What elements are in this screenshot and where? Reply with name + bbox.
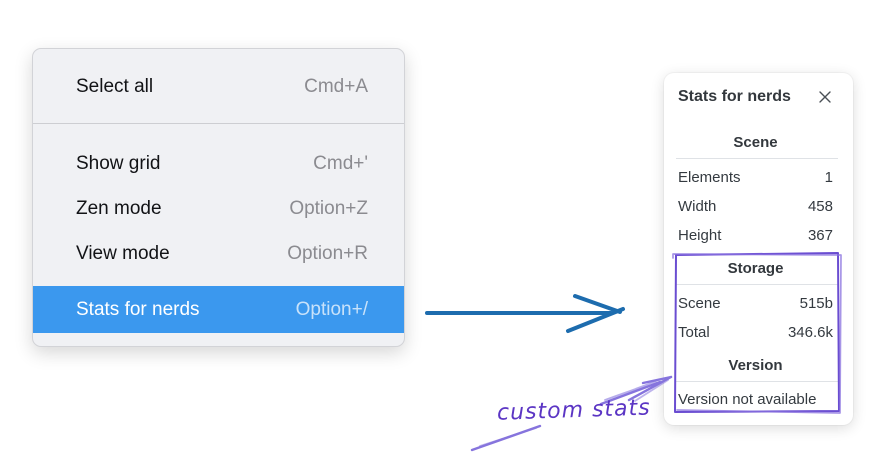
stat-value: 515b	[799, 295, 833, 312]
blue-arrow	[425, 294, 625, 333]
menu-item-label: Show grid	[76, 152, 161, 174]
section-divider	[676, 381, 838, 382]
menu-item-shortcut: Cmd+'	[313, 152, 368, 174]
stat-row-storage-scene: Scene 515b	[678, 289, 833, 318]
stat-label: Total	[678, 324, 710, 341]
menu-item-shortcut: Option+Z	[289, 197, 368, 219]
stats-panel-titlebar: Stats for nerds	[678, 87, 833, 107]
stat-label: Elements	[678, 169, 741, 186]
section-divider	[676, 284, 838, 285]
stats-panel: Stats for nerds Scene Elements 1 Width 4…	[664, 73, 853, 425]
stat-row-width: Width 458	[678, 192, 833, 221]
menu-item-label: Select all	[76, 75, 154, 97]
menu-item-show-grid[interactable]: Show grid Cmd+'	[33, 141, 404, 186]
menu-item-label: Zen mode	[76, 197, 162, 219]
menu-separator	[33, 123, 404, 124]
stat-value: 367	[807, 227, 833, 244]
stat-value: 346.6k	[787, 324, 833, 341]
stat-row-storage-total: Total 346.6k	[678, 318, 833, 347]
stat-label: Scene	[678, 295, 721, 312]
section-header-scene: Scene	[733, 134, 778, 151]
stat-value: 1	[824, 169, 833, 186]
version-note: Version not available	[678, 391, 817, 408]
section-header-version: Version	[728, 357, 783, 374]
menu-item-label: Stats for nerds	[76, 298, 200, 320]
close-icon[interactable]	[817, 89, 833, 105]
stat-label: Height	[678, 227, 722, 244]
menu-item-zen-mode[interactable]: Zen mode Option+Z	[33, 186, 404, 231]
section-header-storage: Storage	[727, 260, 784, 277]
context-menu-section-top: Select all Cmd+A	[33, 49, 404, 123]
menu-item-select-all[interactable]: Select all Cmd+A	[33, 64, 404, 109]
context-menu-section-bottom: Show grid Cmd+' Zen mode Option+Z View m…	[33, 124, 404, 346]
menu-item-label: View mode	[76, 242, 170, 264]
menu-item-shortcut: Option+/	[295, 298, 368, 320]
stats-panel-title: Stats for nerds	[678, 88, 791, 105]
menu-item-shortcut: Option+R	[287, 242, 368, 264]
stat-row-elements: Elements 1	[678, 163, 833, 192]
stat-label: Width	[678, 198, 717, 215]
section-divider	[676, 158, 838, 159]
annotation-text: custom stats	[496, 395, 652, 426]
menu-item-view-mode[interactable]: View mode Option+R	[33, 231, 404, 276]
context-menu: Select all Cmd+A Show grid Cmd+' Zen mod…	[32, 48, 405, 347]
menu-item-shortcut: Cmd+A	[304, 75, 368, 97]
stat-value: 458	[807, 198, 833, 215]
menu-item-stats-for-nerds[interactable]: Stats for nerds Option+/	[33, 286, 404, 333]
stat-row-height: Height 367	[678, 221, 833, 250]
